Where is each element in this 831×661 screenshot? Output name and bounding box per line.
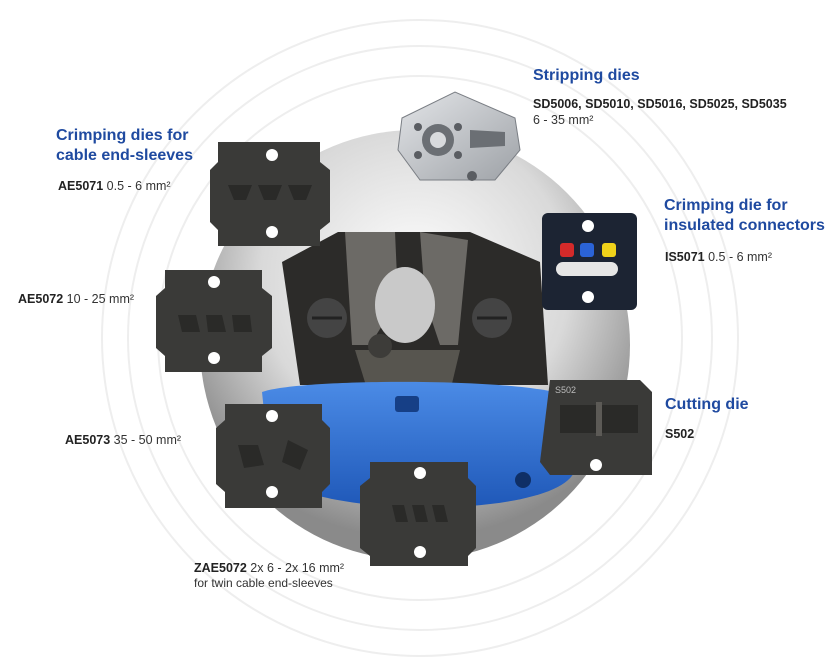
label-stripping-codes: SD5006, SD5010, SD5016, SD5025, SD5035 6… (533, 96, 787, 128)
heading-cutting-die: Cutting die (665, 396, 749, 413)
die-codes: SD5006, SD5010, SD5016, SD5025, SD5035 (533, 97, 787, 111)
heading-insulated-connectors: Crimping die for insulated connectors (664, 196, 825, 236)
heading-crimping-dies-end-sleeves: Crimping dies for cable end-sleeves (56, 126, 193, 166)
die-ae5071 (210, 142, 330, 246)
die-note: for twin cable end-sleeves (194, 576, 333, 590)
background-rings (101, 19, 739, 657)
label-is5071: IS5071 0.5 - 6 mm² (665, 249, 772, 265)
die-ae5073 (216, 404, 330, 508)
heading-line: Crimping die for (664, 197, 788, 214)
die-range: 0.5 - 6 mm² (708, 250, 773, 264)
die-code: IS5071 (665, 250, 705, 264)
crimping-tool-body (262, 381, 575, 508)
die-range: 6 - 35 mm² (533, 113, 594, 127)
cutting-die (540, 380, 652, 475)
stripping-die (397, 91, 521, 181)
heading-line: insulated connectors (664, 217, 825, 234)
die-code: AE5072 (18, 292, 64, 306)
die-range: 2x 6 - 2x 16 mm² (250, 561, 345, 575)
heading-line: Crimping dies for (56, 127, 189, 144)
die-code: ZAE5072 (194, 561, 247, 575)
heading-stripping-dies: Stripping dies (533, 67, 640, 84)
label-ae5073: AE5073 35 - 50 mm² (65, 432, 181, 448)
die-code: AE5073 (65, 433, 111, 447)
die-code: AE5071 (58, 179, 104, 193)
die-code: S502 (665, 427, 695, 441)
die-ae5072 (156, 270, 272, 372)
label-ae5072: AE5072 10 - 25 mm² (18, 291, 134, 307)
die-zae5072 (360, 462, 476, 566)
label-ae5071: AE5071 0.5 - 6 mm² (58, 178, 171, 194)
insulated-connector-die (542, 213, 637, 310)
cutting-die-stamp: S502 (555, 385, 576, 395)
screw-icon (515, 472, 531, 488)
die-range: 10 - 25 mm² (66, 292, 135, 306)
heading-line: cable end-sleeves (56, 147, 193, 164)
label-zae5072: ZAE5072 2x 6 - 2x 16 mm² for twin cable … (194, 560, 344, 591)
label-s502: S502 (665, 426, 694, 442)
die-range: 35 - 50 mm² (113, 433, 182, 447)
die-range: 0.5 - 6 mm² (106, 179, 171, 193)
crimping-tool-head (282, 232, 548, 392)
